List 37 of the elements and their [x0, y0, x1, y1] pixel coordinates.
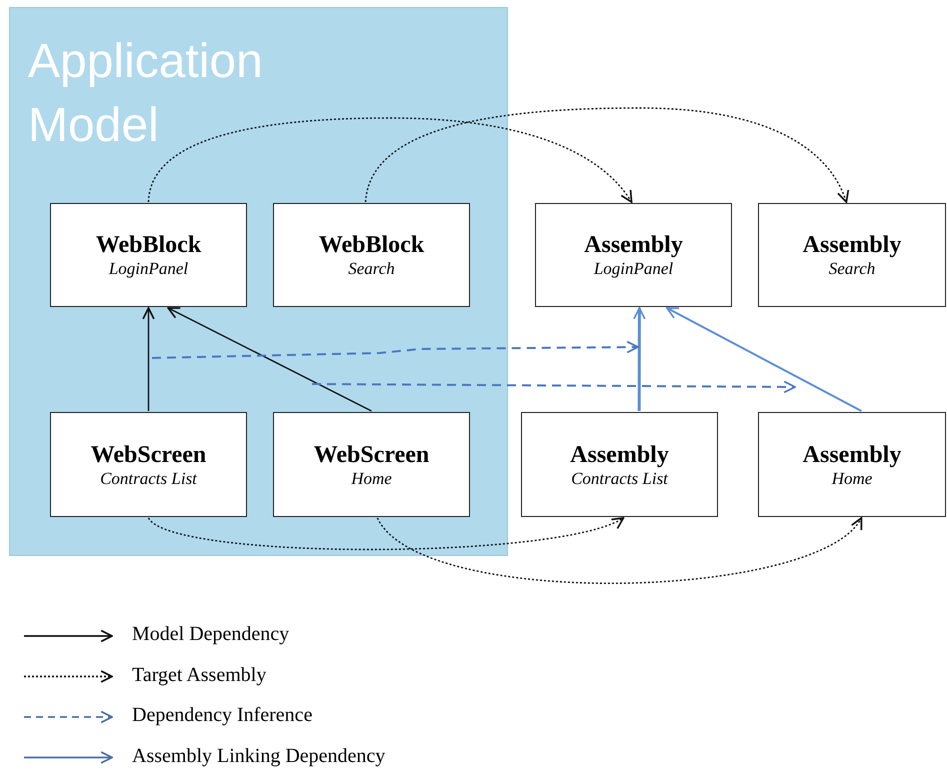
component-type: Assembly [802, 231, 902, 259]
component-box [50, 203, 247, 307]
arrow [142, 307, 155, 411]
component-type: Assembly [570, 440, 669, 468]
component-type: WebScreen [314, 440, 430, 468]
dotted-arrow [364, 107, 848, 203]
component-type: Assembly [802, 440, 902, 468]
component-box [273, 203, 470, 307]
arrow [633, 307, 646, 411]
component-name: Home [832, 468, 872, 488]
component-box [758, 203, 946, 307]
component-type: WebScreen [90, 440, 206, 468]
component-box [273, 412, 470, 517]
group-title: Application Model [28, 34, 264, 154]
component-type: Assembly [584, 231, 683, 259]
arrow [167, 307, 372, 412]
component-type: WebBlock [318, 231, 424, 259]
dotted-arrow [148, 117, 632, 203]
component-box [50, 412, 247, 517]
arrow [666, 307, 862, 412]
dotted-arrow [148, 516, 624, 550]
group-band [9, 7, 508, 556]
component-name: Contracts List [100, 468, 197, 488]
component-name: Home [351, 468, 392, 488]
component-name: LoginPanel [594, 259, 674, 279]
component-box [535, 203, 732, 307]
component-name: Search [348, 259, 395, 279]
legend-label: Assembly Linking Dependency [132, 744, 386, 768]
component-name: Contracts List [571, 468, 668, 488]
legend-label: Target Assembly [132, 664, 266, 686]
legend-label: Dependency Inference [132, 704, 312, 727]
legend-label: Model Dependency [132, 623, 290, 646]
component-box [521, 412, 718, 517]
component-name: LoginPanel [108, 259, 188, 279]
component-name: Search [828, 259, 876, 279]
component-box [758, 412, 946, 517]
component-type: WebBlock [96, 231, 202, 259]
